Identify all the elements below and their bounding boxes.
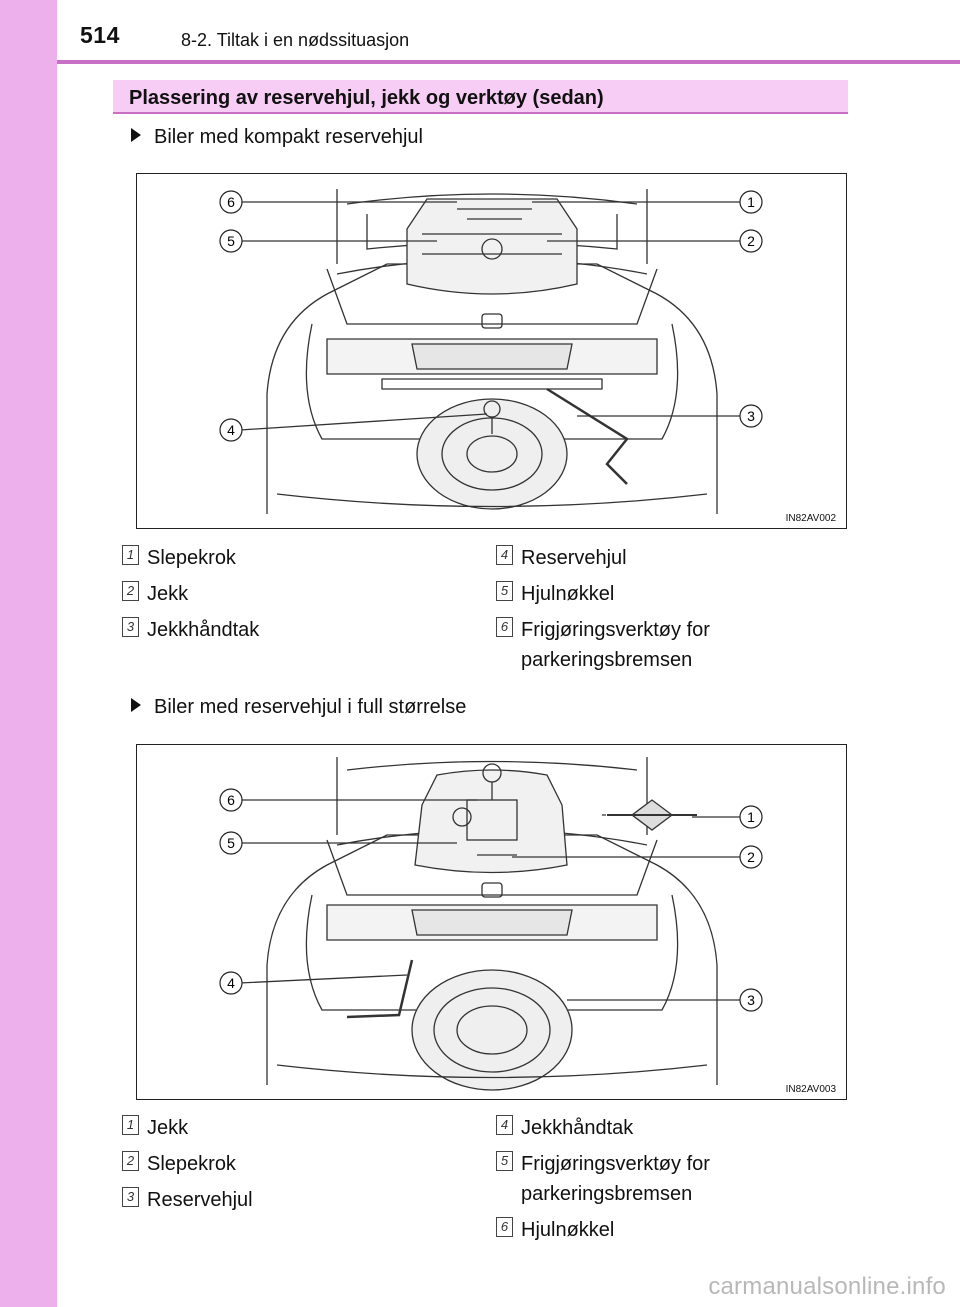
figure2-callout-6: 6: [227, 792, 235, 808]
figure1-callout-6: 6: [227, 194, 235, 210]
figure2-callout-2: 2: [747, 849, 755, 865]
figure1-illustration: 6 1 5 2 4 3 IN82AV002: [136, 173, 847, 529]
figure2-callout-1: 1: [747, 809, 755, 825]
figure2-drawing: 6 1 5 2 4 3: [219, 757, 763, 1091]
header-rule: [57, 60, 960, 64]
figure1-callout-3: 3: [747, 408, 755, 424]
figure2-subtitle: Biler med reservehjul i full størrelse: [131, 696, 466, 719]
watermark: carmanualsonline.info: [708, 1273, 946, 1300]
page-number: 514: [80, 22, 120, 48]
figure2-callout-4: 4: [227, 975, 235, 991]
figure2-illustration: 6 1 5 2 4 3 IN82AV003: [136, 744, 847, 1100]
figure2-callout-3: 3: [747, 992, 755, 1008]
chapter-title: 8-2. Tiltak i en nødssituasjon: [181, 30, 410, 50]
triangle-bullet-icon: [131, 128, 141, 142]
figure2-callout-5: 5: [227, 835, 235, 851]
figure1-callout-4: 4: [227, 422, 235, 438]
figure1-subtitle-text: Biler med kompakt reservehjul: [154, 126, 423, 148]
side-color-strip: [0, 0, 57, 1307]
figure1-subtitle: Biler med kompakt reservehjul: [131, 126, 423, 149]
figure1-callout-1: 1: [747, 194, 755, 210]
figure1-callout-2: 2: [747, 233, 755, 249]
figure1-drawing: 6 1 5 2 4 3: [219, 189, 763, 514]
figure1-callout-5: 5: [227, 233, 235, 249]
figure2-subtitle-text: Biler med reservehjul i full størrelse: [154, 696, 467, 718]
section-title: Plassering av reservehjul, jekk og verkt…: [113, 80, 848, 114]
figure1-code: IN82AV002: [785, 513, 836, 524]
triangle-bullet-icon: [131, 698, 141, 712]
figure2-code: IN82AV003: [785, 1084, 836, 1095]
